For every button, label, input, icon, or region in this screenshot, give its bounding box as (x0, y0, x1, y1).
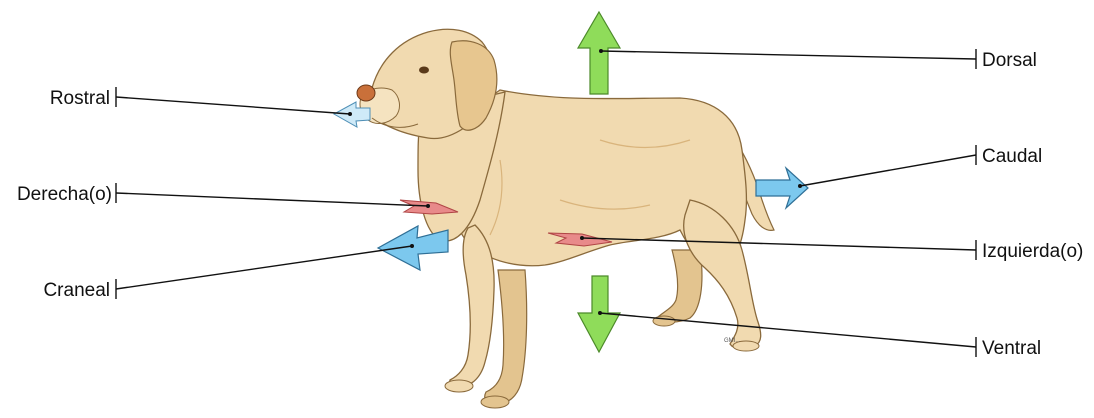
watermark-text: GMI... (724, 338, 741, 344)
label-dorsal: Dorsal (982, 50, 1037, 71)
label-ventral: Ventral (982, 338, 1041, 359)
label-group-ventral: Ventral (598, 311, 1041, 359)
dog-paw (445, 380, 473, 392)
label-group-caudal: Caudal (798, 145, 1042, 188)
dorsal-arrow (578, 12, 620, 94)
craneal-arrow (378, 226, 448, 270)
label-group-craneal: Craneal (43, 244, 414, 301)
label-group-izquierda: Izquierda(o) (580, 236, 1083, 262)
label-group-rostral: Rostral (50, 87, 352, 116)
label-craneal: Craneal (43, 280, 110, 301)
label-derecha: Derecha(o) (17, 184, 112, 205)
dog-far-hind-leg (656, 250, 702, 322)
label-izquierda: Izquierda(o) (982, 241, 1083, 262)
label-rostral: Rostral (50, 88, 110, 109)
label-group-derecha: Derecha(o) (17, 183, 430, 208)
dog-paw (481, 396, 509, 408)
label-caudal: Caudal (982, 146, 1042, 167)
caudal-arrow (756, 168, 808, 208)
dog-near-front-leg (450, 225, 494, 388)
dog-illustration: GMI... (357, 29, 774, 408)
label-group-dorsal: Dorsal (599, 49, 1037, 71)
dog-eye (419, 67, 429, 74)
dog-nose (357, 85, 375, 101)
